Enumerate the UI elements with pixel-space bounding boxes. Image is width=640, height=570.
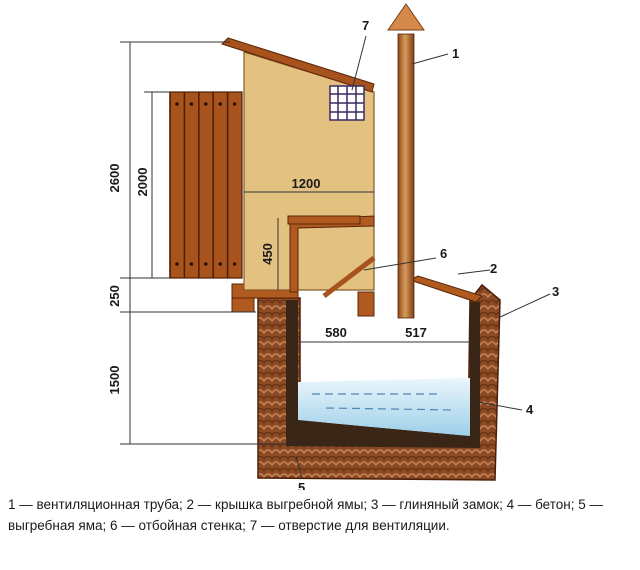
dim-580: 580 (325, 325, 347, 340)
label-4-concrete: 4 (526, 402, 534, 417)
door-nail (218, 262, 222, 266)
door-nail (175, 262, 179, 266)
door-nail (218, 102, 222, 106)
vent-pipe (387, 3, 425, 319)
door-nail (204, 102, 208, 106)
label-1-vent-pipe: 1 (452, 46, 459, 61)
concrete-lining (286, 300, 480, 448)
pipe-cap (387, 3, 425, 31)
door-nail (232, 102, 237, 106)
part-labels: 1 2 3 4 5 6 7 (298, 18, 559, 490)
baffle-wall (322, 256, 376, 298)
door-nail (175, 102, 179, 106)
dim-517: 517 (405, 325, 427, 340)
pit-lid (408, 275, 483, 303)
cesspit-water (298, 378, 470, 436)
dim-250: 250 (107, 285, 122, 307)
dimension-labels: 2600 2000 1200 450 250 1500 580 517 (107, 164, 427, 395)
door-nail (189, 262, 194, 266)
dim-2600: 2600 (107, 164, 122, 193)
dim-450: 450 (260, 243, 275, 265)
outhouse-diagram: 2600 2000 1200 450 250 1500 580 517 1 2 … (107, 3, 559, 490)
vent-opening-window (329, 85, 365, 121)
dim-1200: 1200 (292, 176, 321, 191)
cabin (221, 37, 376, 298)
door (169, 91, 243, 279)
door-nail (189, 102, 194, 106)
dim-2000: 2000 (135, 168, 150, 197)
label-2-pit-lid: 2 (490, 261, 497, 276)
label-7-vent-opening: 7 (362, 18, 369, 33)
dim-1500: 1500 (107, 366, 122, 395)
leader-lines (295, 35, 551, 479)
door-nail (232, 262, 237, 266)
roof (221, 37, 375, 93)
label-6-baffle-wall: 6 (440, 246, 447, 261)
label-3-clay-seal: 3 (552, 284, 559, 299)
legend-caption: 1 — вентиляционная труба; 2 — крышка выг… (8, 497, 603, 533)
door-nail (204, 262, 208, 266)
pit (257, 283, 501, 481)
label-5-cesspit: 5 (298, 480, 305, 490)
dimension-lines (120, 41, 470, 445)
